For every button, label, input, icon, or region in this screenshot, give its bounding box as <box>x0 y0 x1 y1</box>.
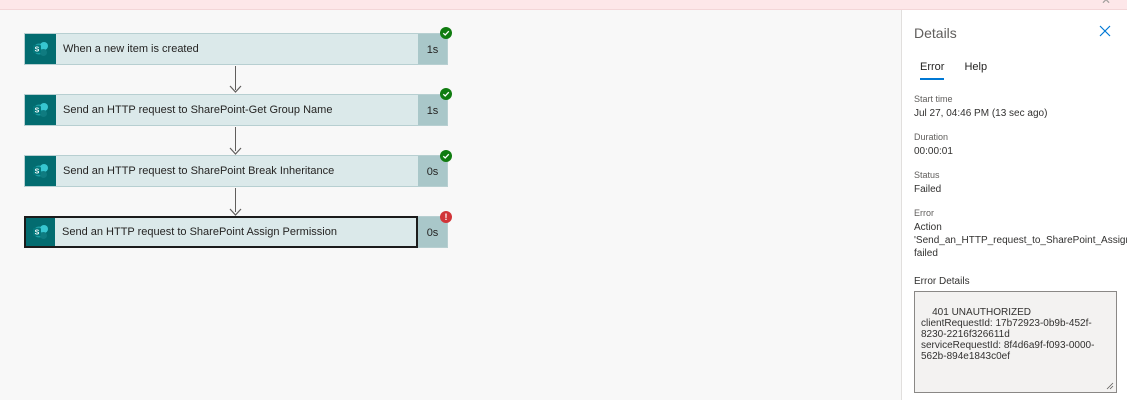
details-title: Details <box>914 25 957 41</box>
details-tabs: Error Help <box>920 61 987 80</box>
banner-close-icon[interactable]: ✕ <box>1100 0 1111 7</box>
flow-step-get-group-name[interactable]: S Send an HTTP request to SharePoint-Get… <box>24 94 448 126</box>
flow-step-trigger[interactable]: S When a new item is created <box>24 33 448 65</box>
flow-step-assign-permission[interactable]: S Send an HTTP request to SharePoint Ass… <box>24 216 418 248</box>
sharepoint-icon: S <box>25 95 56 125</box>
status-value: Failed <box>914 184 942 195</box>
sharepoint-icon: S <box>25 156 56 186</box>
connector-line <box>235 66 236 90</box>
connector-line <box>235 127 236 151</box>
success-check-icon <box>440 27 452 39</box>
close-icon[interactable] <box>1098 24 1112 38</box>
start-time-label: Start time <box>914 94 953 104</box>
svg-text:S: S <box>34 108 39 115</box>
success-check-icon <box>440 88 452 100</box>
error-value-line1: Action <box>914 222 942 233</box>
svg-text:S: S <box>34 47 39 54</box>
details-panel: Details Error Help Start time Jul 27, 04… <box>901 10 1127 400</box>
error-details-text: 401 UNAUTHORIZED clientRequestId: 17b729… <box>921 307 1095 362</box>
flow-canvas <box>0 10 901 400</box>
connector-arrow-icon <box>229 85 242 93</box>
sharepoint-icon: S <box>25 34 56 64</box>
error-exclamation-icon: ! <box>440 211 452 223</box>
step-title: Send an HTTP request to SharePoint Break… <box>63 165 335 177</box>
status-label: Status <box>914 170 940 180</box>
step-title: Send an HTTP request to SharePoint Assig… <box>62 226 337 238</box>
connector-arrow-icon <box>229 147 242 155</box>
tab-error[interactable]: Error <box>920 61 945 80</box>
error-label: Error <box>914 208 934 218</box>
resize-grip-icon[interactable] <box>1106 382 1114 390</box>
flow-step-break-inheritance[interactable]: S Send an HTTP request to SharePoint Bre… <box>24 155 448 187</box>
success-check-icon <box>440 150 452 162</box>
step-title: When a new item is created <box>63 43 199 55</box>
duration-label: Duration <box>914 132 949 142</box>
sharepoint-icon: S <box>26 218 55 246</box>
error-banner: ✕ <box>0 0 1127 10</box>
connector-line <box>235 188 236 212</box>
error-details-textarea[interactable]: 401 UNAUTHORIZED clientRequestId: 17b729… <box>914 291 1117 393</box>
error-value-line3: failed <box>914 248 938 259</box>
connector-arrow-icon <box>229 208 242 216</box>
duration-value: 00:00:01 <box>914 146 953 157</box>
step-title: Send an HTTP request to SharePoint-Get G… <box>63 104 333 116</box>
error-value-line2: 'Send_an_HTTP_request_to_SharePoint_Assi… <box>914 235 1127 246</box>
error-details-label: Error Details <box>914 276 970 287</box>
tab-help[interactable]: Help <box>964 61 988 73</box>
start-time-value: Jul 27, 04:46 PM (13 sec ago) <box>914 108 1048 119</box>
svg-text:S: S <box>34 169 39 176</box>
svg-text:S: S <box>34 230 39 237</box>
